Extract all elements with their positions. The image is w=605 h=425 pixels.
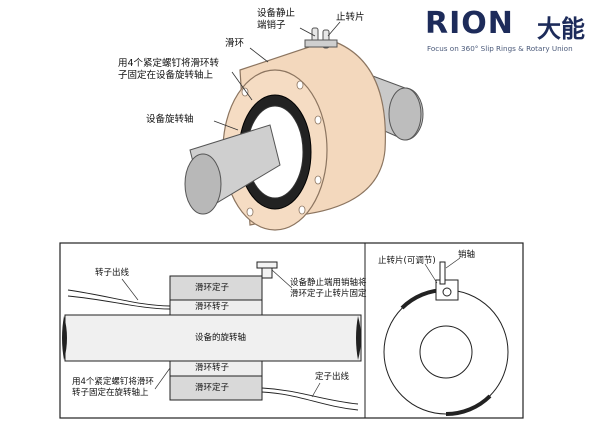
label-pin-note: 设备静止端用销轴将 滑环定子止转片固定 xyxy=(290,278,367,299)
label-shaft-top: 设备旋转轴 xyxy=(146,114,194,125)
label-stator-pin: 设备静止 端销子 xyxy=(257,8,295,32)
label-stator-lead: 定子出线 xyxy=(315,372,350,382)
side-shaft xyxy=(64,314,362,362)
label-front-stop-tab: 止转片(可调节) xyxy=(378,256,436,266)
label-rotor-top: 滑环转子 xyxy=(195,302,230,312)
brand-name: RION xyxy=(425,6,514,41)
label-stator-top: 滑环定子 xyxy=(195,283,230,293)
side-wires xyxy=(67,289,359,411)
label-stator-pin-text: 设备静止 端销子 xyxy=(257,8,296,31)
label-shaft-side: 设备的旋转轴 xyxy=(195,333,247,343)
label-front-pin: 销轴 xyxy=(458,250,476,260)
label-set-screw-top: 用4个紧定螺钉将滑环转 子固定在设备旋转轴上 xyxy=(118,58,220,81)
brand-tagline: Focus on 360° Slip Rings & Rotary Union xyxy=(427,44,573,53)
label-set-screw-side: 用4个紧定螺钉将滑环 转子固定在旋转轴上 xyxy=(72,377,154,398)
shaft-break-right xyxy=(356,316,361,360)
brand-name-cn: 大能 xyxy=(537,15,585,43)
shaft-back-end xyxy=(388,87,422,141)
label-slip-ring: 滑环 xyxy=(225,38,245,49)
front-pin xyxy=(439,261,446,285)
label-rotor-bottom: 滑环转子 xyxy=(195,363,230,373)
label-stator-bottom: 滑环定子 xyxy=(195,383,230,393)
front-ring-bore xyxy=(419,325,473,379)
label-stop-tab: 止转片 xyxy=(336,12,365,23)
side-stator-bottom xyxy=(169,375,263,401)
side-rotor-top xyxy=(169,299,263,316)
brand-logo: RION 大能 Focus on 360° Slip Rings & Rotar… xyxy=(425,6,600,56)
shaft-break-left xyxy=(62,316,67,360)
bottom-frame xyxy=(59,242,524,419)
stator-pins xyxy=(304,27,338,49)
label-rotor-lead: 转子出线 xyxy=(95,268,130,278)
top-leaders xyxy=(213,21,341,131)
shaft-front-end xyxy=(184,153,222,215)
